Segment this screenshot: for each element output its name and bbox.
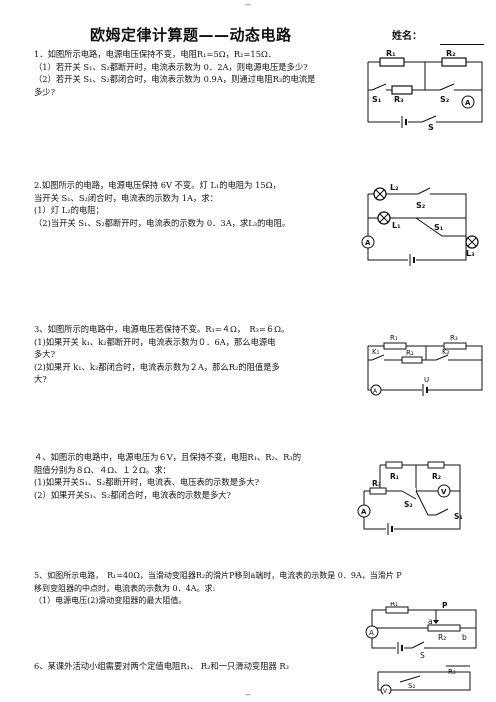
circuit-label: R₂ [432, 472, 441, 481]
circuit-label: R₂ [406, 349, 414, 357]
circuit-label: S₂ [440, 95, 450, 104]
circuit-label: S [420, 651, 425, 658]
circuit-label: K₁ [372, 348, 380, 356]
question-line: 3、如图所示的电路中，电源电压若保持不变。R₁=４Ω， R₃=６Ω。 [34, 324, 290, 334]
ammeter-label: A [369, 629, 374, 637]
question-2: 2.如图所示的电路，电源电压保持 6V 不变。灯 L₁的电阻为 15Ω， 当开关… [34, 179, 354, 229]
page-top-mark: -- [245, 0, 251, 9]
circuit-label: R₁ [390, 602, 398, 608]
page-title: 欧姆定律计算题——动态电路 [90, 26, 292, 44]
question-line: （1）若开关 S₁、S₂都断开时，电流表示数为 0．2A，则电源电压是多少? [34, 61, 308, 72]
question-6: 6、某课外活动小组需要对两个定值电阻R₁、 R₂和一只滑动变阻器 R₃ [34, 660, 374, 673]
ammeter-label: A [361, 508, 367, 516]
question-line: 大? [34, 374, 47, 385]
circuit-label: S₂ [416, 201, 426, 210]
circuit-diagram-2: L₂ S₂ L₁ A S₁ L₃ [361, 183, 479, 266]
question-line: (2）如果开关S₁、S₂都闭合时，电流表的示数是多大? [34, 489, 231, 500]
question-line: 当开关 S₁、S₂闭合时，电流表的示数为 1A，求： [34, 192, 218, 203]
circuit-label: S₁ [434, 223, 444, 232]
question-line: (1）灯 L₂的电阻； [34, 205, 104, 216]
question-line: ４、如图示的电路中，电源电压为６V，且保持不变，电阻R₁、R₂、R₃的 [34, 452, 302, 462]
circuit-label: S₁ [454, 512, 463, 521]
circuit-label: R₃ [448, 668, 456, 676]
circuit-label: a [428, 617, 433, 626]
circuit-label: S₁ [372, 95, 382, 104]
question-line: (2)如果开 k₁、k₂都闭合时，电流表示数为２A，那么R₂的阻值是多 [34, 361, 280, 372]
question-line: 1．如图所示电路，电源电压保持不变，电阻R₁=5Ω，R₂=15Ω． [34, 49, 277, 59]
circuit-label: R₁ [390, 334, 398, 342]
circuit-label: R₁ [386, 50, 396, 58]
ammeter-label: A [373, 388, 378, 395]
circuit-label: b [462, 633, 467, 642]
circuit-label: K₂ [442, 348, 450, 356]
circuit-label: L₃ [466, 249, 475, 258]
circuit-label: R₃ [372, 479, 381, 488]
circuit-label: S₂ [404, 500, 413, 509]
circuit-label: S₂ [408, 682, 415, 690]
ammeter-label: A [365, 239, 371, 247]
question-5: 5、如图所示电路， R₁=40Ω，当滑动变阻器R₂的滑片P移到a端时，电流表的示… [34, 570, 484, 608]
circuit-label: R₁ [390, 472, 399, 481]
circuit-label: P [442, 602, 448, 610]
question-line: 阻值分别为８Ω、４Ω、１２Ω。求： [34, 464, 171, 475]
question-4: ４、如图示的电路中，电源电压为６V，且保持不变，电阻R₁、R₂、R₃的 阻值分别… [34, 451, 354, 501]
circuit-label: S [428, 123, 434, 130]
circuit-diagram-5: R₁ P a R₂ b A S [365, 602, 477, 658]
question-line: (1)如果开关 k₁、k₂都断开时，电流表示数为０．6A，那么电源电 [34, 336, 276, 347]
question-line: (1)如果开关S₁、S₂都断开时，电流表、电压表的示数是多大? [34, 477, 260, 488]
question-line: （2）若开关 S₁、S₂都闭合时，电流表示数为 0.9A，则通过电阻R₃的电流是 [34, 74, 316, 85]
circuit-diagram-4: R₁ R₂ R₃ V A S₂ S₁ [357, 461, 463, 535]
name-input-line[interactable] [440, 44, 484, 45]
page-bottom-mark: -- [245, 690, 251, 699]
circuit-label: U [424, 376, 429, 384]
circuit-label: L₂ [390, 183, 399, 192]
circuit-diagram-1: R₁ R₂ S₁ R₃ S₂ A S [367, 50, 483, 130]
question-3: 3、如图所示的电路中，电源电压若保持不变。R₁=４Ω， R₃=６Ω。 (1)如果… [34, 323, 354, 386]
circuit-label: R₃ [450, 334, 458, 342]
question-line: 多少? [34, 86, 56, 97]
circuit-label: R₃ [394, 95, 404, 104]
question-line: （1）电源电压(2)滑动变阻器的最大阻值。 [34, 596, 187, 606]
question-line: 多大? [34, 349, 56, 360]
question-line: 6、某课外活动小组需要对两个定值电阻R₁、 R₂和一只滑动变阻器 R₃ [34, 661, 289, 671]
voltmeter-label: V [441, 488, 447, 496]
ammeter-label: A [465, 99, 471, 107]
question-line: （2)当开关 S₁、S₂都断开时，电流表的示数为 0．3A，求L₃的电阻。 [34, 217, 291, 228]
circuit-label: L₁ [392, 221, 401, 230]
name-label: 姓名： [392, 31, 422, 42]
question-1: 1．如图所示电路，电源电压保持不变，电阻R₁=5Ω，R₂=15Ω． （1）若开关… [34, 48, 364, 98]
question-line: 2.如图所示的电路，电源电压保持 6V 不变。灯 L₁的电阻为 15Ω， [34, 180, 281, 190]
question-line: 5、如图所示电路， R₁=40Ω，当滑动变阻器R₂的滑片P移到a端时，电流表的示… [34, 571, 402, 580]
question-line: 移到变阻器的中点时，电流表的示数为 0．4A。求: [34, 583, 216, 593]
circuit-diagram-3: R₁ R₃ K₁ R₂ K₂ A U [367, 334, 483, 396]
voltmeter-label: V [383, 688, 388, 694]
circuit-label: R₂ [446, 50, 456, 58]
circuit-diagram-6: R₃ S₂ V [377, 665, 471, 694]
circuit-label: R₂ [438, 633, 446, 642]
